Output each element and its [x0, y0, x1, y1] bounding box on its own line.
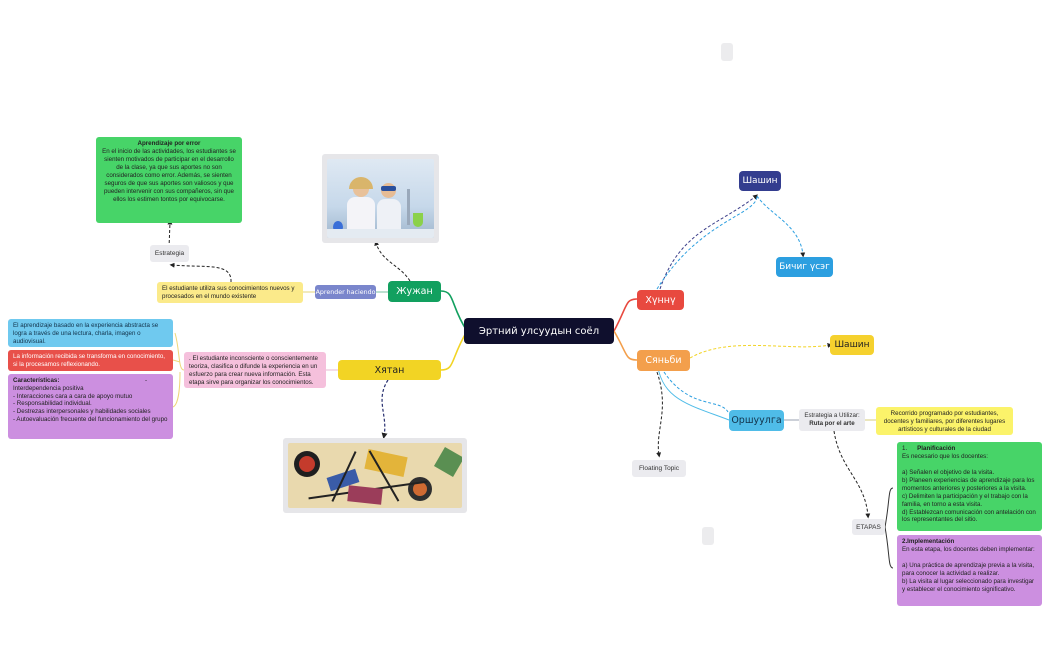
- topic-khyatan-label: Хятан: [374, 364, 405, 376]
- aprendizaje-title: Aprendizaje por error: [137, 140, 201, 147]
- topic-syanbi[interactable]: Сяньби: [637, 350, 690, 371]
- plan-title: Planificación: [917, 445, 956, 452]
- caract-body: Interdependencia positiva - Interaccione…: [13, 384, 168, 423]
- placeholder-shape: [702, 527, 714, 545]
- topic-zhuzhan-label: Жужан: [396, 286, 433, 297]
- utiliza-text: El estudiante utiliza sus conocimientos …: [162, 285, 295, 301]
- branch-zhuzhan: [440, 290, 468, 332]
- card-caracteristicas[interactable]: Características: - Interdependencia posit…: [8, 374, 173, 439]
- placeholder-shape: [721, 43, 733, 61]
- card-aprendizaje-por-error[interactable]: Aprendizaje por error En el inicio de la…: [96, 137, 242, 223]
- card-implementacion[interactable]: 2.Implementación En esta etapa, los doce…: [897, 535, 1042, 606]
- central-topic[interactable]: Эртний улсуудын соёл: [464, 318, 614, 344]
- label-aprender-haciendo[interactable]: Aprender haciendo: [315, 285, 376, 299]
- estrategia-ruta-line2: Ruta por el arte: [809, 420, 855, 427]
- transforma-text: La información recibida se transforma en…: [13, 353, 166, 369]
- topic-shashin-2-label: Шашин: [834, 340, 870, 350]
- topic-orshuulga[interactable]: Оршуулга: [729, 410, 784, 431]
- inconsciente-text: . El estudiante inconsciente o conscient…: [189, 355, 318, 387]
- topic-zhuzhan[interactable]: Жужан: [388, 281, 441, 302]
- floating-topic[interactable]: Floating Topic: [632, 460, 686, 477]
- topic-bichig-label: Бичиг үсэг: [779, 262, 830, 272]
- etapas-text: ETAPAS: [856, 523, 881, 531]
- central-topic-label: Эртний улсуудын соёл: [478, 325, 600, 337]
- label-estrategia-ruta[interactable]: Estrategia a Utilizar: Ruta por el arte: [799, 409, 865, 431]
- card-transforma[interactable]: La información recibida se transforma en…: [8, 350, 173, 371]
- branch-syanbi: [613, 330, 638, 361]
- topic-khunnu-label: Хүннү: [645, 294, 676, 306]
- topic-shashin-1-label: Шашин: [742, 176, 778, 186]
- plan-num: 1.: [902, 445, 908, 452]
- topic-syanbi-label: Сяньби: [645, 355, 682, 366]
- caract-title: Características:: [13, 377, 60, 384]
- card-planificacion[interactable]: 1. Planificación Es necesario que los doc…: [897, 442, 1042, 531]
- branch-khyatan: [440, 330, 468, 371]
- recorrido-text: Recorrido programado por estudiantes, do…: [883, 410, 1006, 434]
- impl-title: 2.Implementación: [902, 538, 955, 545]
- topic-khunnu[interactable]: Хүннү: [637, 290, 684, 310]
- plan-body: Es necesario que los docentes: a) Señale…: [902, 452, 1036, 524]
- card-experiencia-abstracta[interactable]: El aprendizaje basado en la experiencia …: [8, 319, 173, 347]
- abstracta-text: El aprendizaje basado en la experiencia …: [13, 322, 159, 346]
- branch-khunnu: [613, 298, 638, 332]
- label-estrategia[interactable]: Estrategia: [150, 245, 189, 262]
- floating-topic-label: Floating Topic: [639, 465, 679, 472]
- card-utiliza-conocimientos[interactable]: El estudiante utiliza sus conocimientos …: [157, 282, 303, 303]
- topic-shashin-1[interactable]: Шашин: [739, 171, 781, 191]
- topic-shashin-2[interactable]: Шашин: [830, 335, 874, 355]
- abstract-painting[interactable]: [283, 438, 467, 513]
- caract-dash: -: [145, 377, 148, 384]
- topic-khyatan[interactable]: Хятан: [338, 360, 441, 380]
- aprender-label: Aprender haciendo: [315, 288, 376, 296]
- card-recorrido[interactable]: Recorrido programado por estudiantes, do…: [876, 407, 1013, 435]
- children-lab-photo[interactable]: [322, 154, 439, 243]
- aprendizaje-body: En el inicio de las actividades, los est…: [102, 148, 236, 204]
- estrategia-text: Estrategia: [154, 250, 185, 257]
- label-etapas[interactable]: ETAPAS: [852, 519, 885, 535]
- topic-orshuulga-label: Оршуулга: [731, 415, 782, 426]
- impl-body: En esta etapa, los docentes deben implem…: [902, 545, 1035, 593]
- card-inconsciente[interactable]: . El estudiante inconsciente o conscient…: [184, 352, 326, 388]
- topic-bichig[interactable]: Бичиг үсэг: [776, 257, 833, 277]
- estrategia-ruta-line1: Estrategia a Utilizar:: [804, 412, 860, 420]
